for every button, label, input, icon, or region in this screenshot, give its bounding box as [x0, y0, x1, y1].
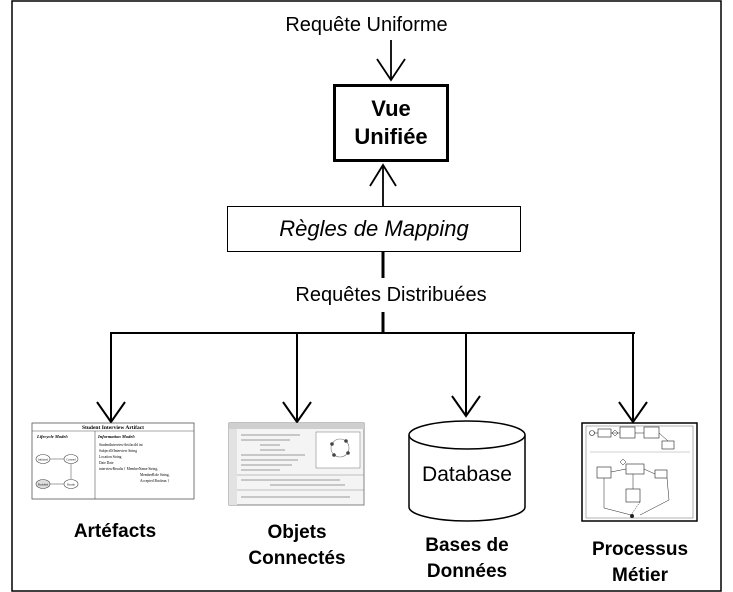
- svg-text:interviewResults { MemberName: interviewResults { MemberName String,: [99, 467, 158, 472]
- svg-text:Initiated: Initiated: [38, 458, 48, 462]
- arrowhead-processus: [618, 401, 648, 424]
- svg-text:MemberRole String,: MemberRole String,: [140, 473, 170, 478]
- arrowhead-objets: [282, 401, 312, 424]
- source-label-bases: Bases de Données: [425, 535, 509, 582]
- svg-text:Date Date: Date Date: [99, 461, 114, 465]
- outer-border: [11, 0, 722, 592]
- svg-text:Location String: Location String: [99, 455, 122, 459]
- svg-text:StudentInterviewArtifactId int: StudentInterviewArtifactId int: [99, 443, 143, 447]
- database-cylinder-icon: [408, 420, 526, 522]
- source-label-artefacts: Artéfacts: [73, 521, 157, 542]
- artefact-thumb-left-heading: Lifecycle Model:: [36, 434, 69, 439]
- svg-text:Accepted Boolean }: Accepted Boolean }: [140, 479, 169, 483]
- unified-view-box: Vue Unifiée: [333, 84, 449, 162]
- svg-text:Ready: Ready: [67, 483, 75, 487]
- artefact-thumb-title: Student Interview Artifact: [82, 425, 144, 431]
- arrowhead-database: [451, 395, 481, 418]
- source-label-objets: Objets Connectés: [248, 522, 346, 569]
- svg-text:Finished: Finished: [38, 483, 49, 487]
- arrowhead-artefacts: [96, 401, 126, 424]
- svg-text:SubjectOfInterview String: SubjectOfInterview String: [99, 449, 137, 453]
- mapping-rules-label: Règles de Mapping: [279, 216, 469, 241]
- artefact-thumbnail: Student Interview Artifact Lifecycle Mod…: [31, 422, 195, 500]
- svg-text:Created: Created: [66, 458, 76, 462]
- arrowhead-mapping-to-view: [369, 163, 397, 187]
- uniform-request-label: Requête Uniforme: [285, 14, 448, 36]
- distributed-requests-label: Requêtes Distribuées: [295, 284, 487, 306]
- process-thumbnail: [581, 422, 698, 522]
- unified-view-line2: Unifiée: [354, 124, 428, 149]
- arrowhead-request-to-view: [376, 58, 406, 82]
- objects-thumbnail: [228, 422, 365, 506]
- mapping-rules-box: Règles de Mapping: [227, 206, 521, 252]
- artefact-thumb-right-heading: Information Model:: [97, 434, 136, 439]
- source-label-processus: Processus Métier: [591, 539, 689, 586]
- unified-view-line1: Vue: [371, 96, 411, 121]
- database-icon-label: Database: [422, 463, 512, 486]
